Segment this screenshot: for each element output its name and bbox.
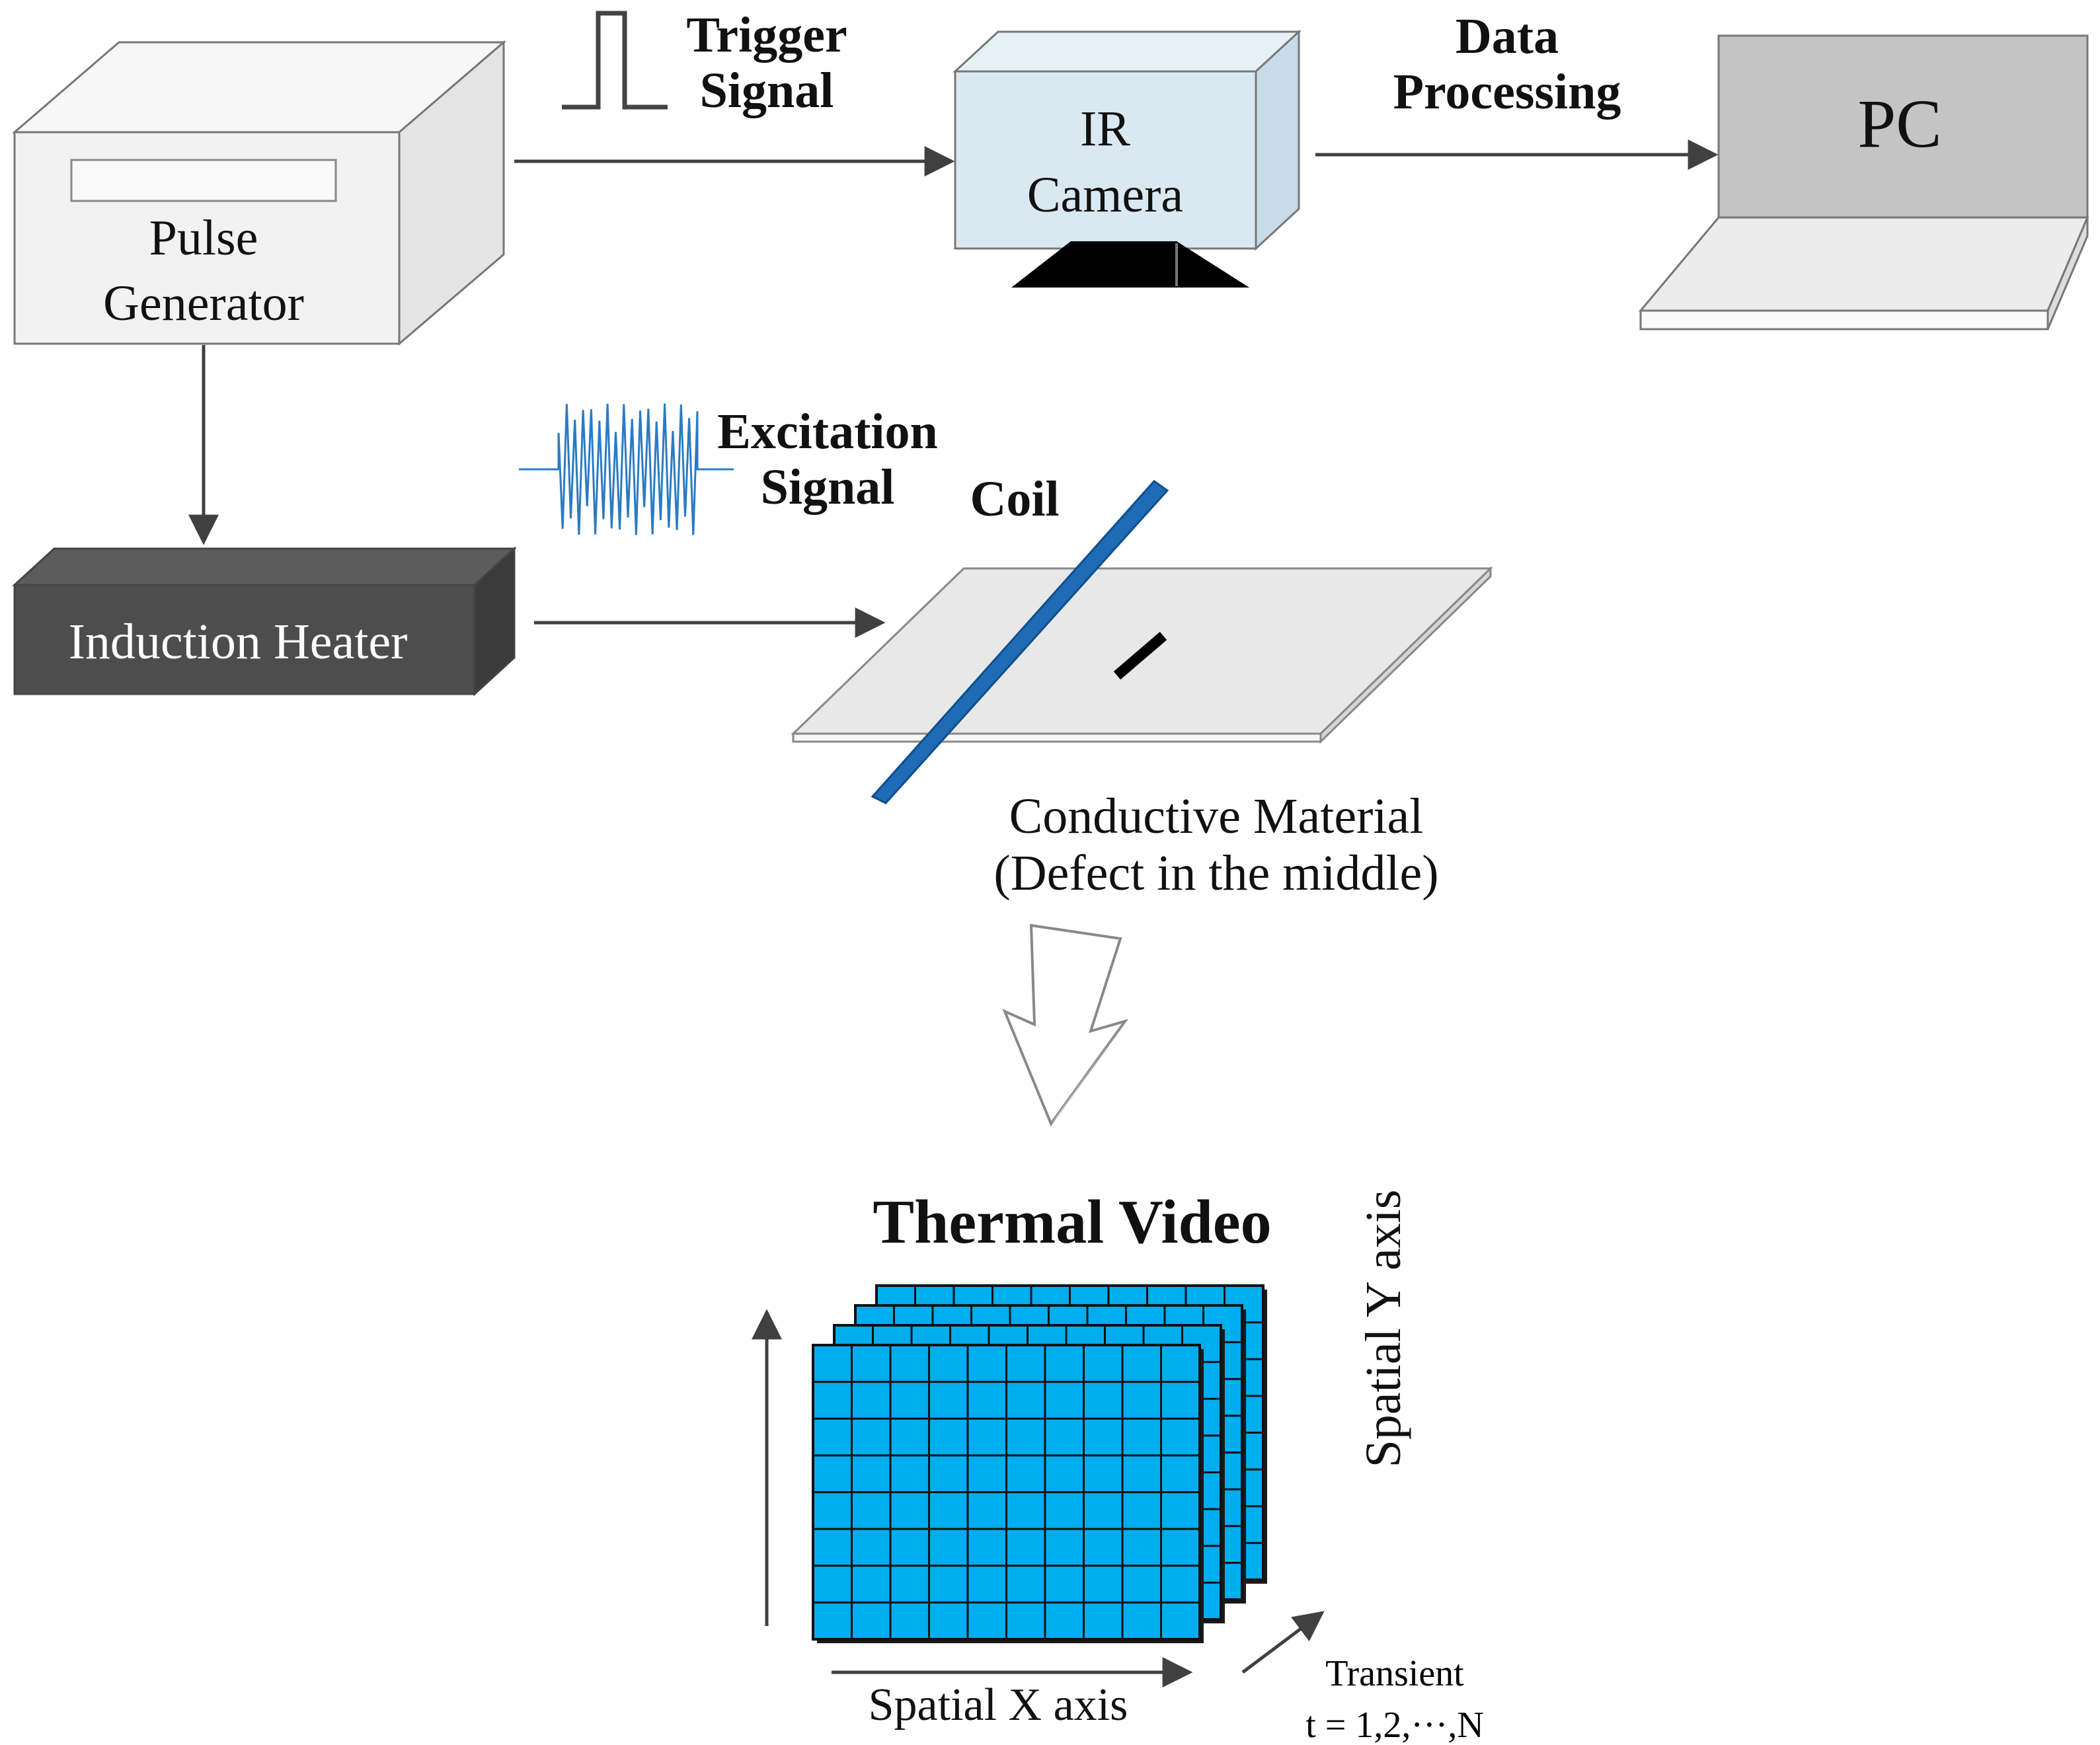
trigger-signal: Trigger Signal bbox=[562, 7, 847, 118]
excitation-label-line1: Excitation bbox=[717, 404, 938, 459]
pc-laptop: PC bbox=[1638, 34, 2089, 330]
pulse-generator-display bbox=[70, 159, 337, 202]
ir-camera-label-line2: Camera bbox=[1027, 167, 1183, 223]
induction-heater: Induction Heater bbox=[12, 546, 517, 697]
pulse-generator: Pulse Generator bbox=[11, 40, 507, 346]
excitation-signal: Excitation Signal bbox=[519, 403, 938, 535]
thermal-video-frames bbox=[812, 1284, 1267, 1643]
thermal-video-title: Thermal Video bbox=[873, 1188, 1271, 1257]
conductive-material bbox=[791, 566, 1493, 744]
coil bbox=[871, 480, 1169, 804]
induction-heater-label: Induction Heater bbox=[69, 614, 408, 670]
transient-label-line2: t = 1,2,···,N bbox=[1305, 1705, 1484, 1745]
camera-lens-base bbox=[1011, 241, 1249, 288]
transient-arrow bbox=[1241, 1611, 1325, 1674]
data-processing-label-line1: Data bbox=[1456, 9, 1559, 64]
conductive-material-label-line2: (Defect in the middle) bbox=[993, 845, 1438, 901]
process-down-arrow bbox=[1002, 923, 1129, 1127]
conductive-material-label-line1: Conductive Material bbox=[1009, 789, 1424, 844]
excitation-waveform-icon bbox=[519, 403, 734, 535]
trigger-label-line2: Signal bbox=[700, 63, 834, 118]
pulse-generator-label-line2: Generator bbox=[103, 276, 304, 331]
transient-label-line1: Transient bbox=[1325, 1653, 1464, 1694]
coil-label: Coil bbox=[970, 471, 1059, 527]
trigger-pulse-icon bbox=[562, 11, 668, 110]
spatial-x-axis-label: Spatial X axis bbox=[869, 1680, 1128, 1730]
pulse-generator-label-line1: Pulse bbox=[149, 210, 258, 266]
ir-camera-label-line1: IR bbox=[1080, 101, 1130, 157]
defect-mark bbox=[1113, 631, 1167, 680]
spatial-y-axis-label: Spatial Y axis bbox=[1356, 1190, 1411, 1468]
pc-label: PC bbox=[1857, 86, 1941, 162]
excitation-label-line2: Signal bbox=[761, 459, 895, 515]
trigger-label-line1: Trigger bbox=[686, 7, 847, 63]
thermal-frame bbox=[812, 1344, 1204, 1643]
ir-camera: IR Camera bbox=[953, 29, 1302, 288]
data-processing-label-line2: Processing bbox=[1393, 64, 1621, 120]
